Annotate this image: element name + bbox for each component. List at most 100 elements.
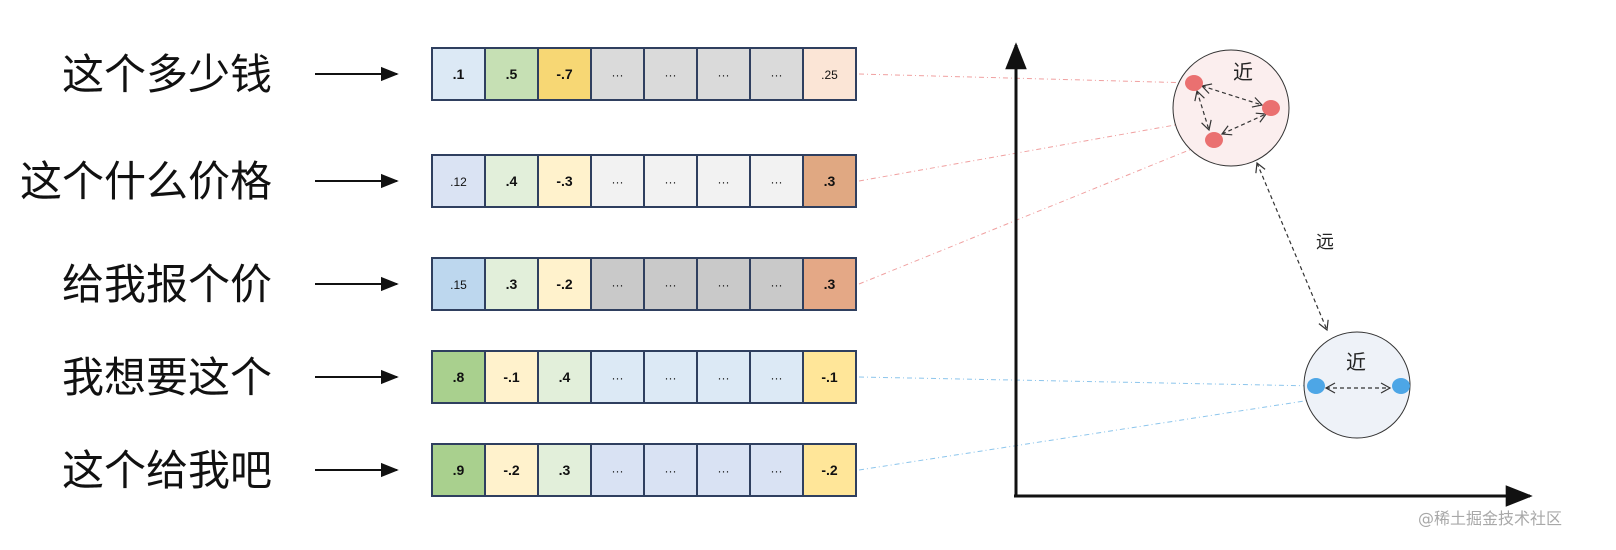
vector-cell-value: .3 xyxy=(506,276,518,292)
vector-cell xyxy=(431,350,486,404)
vector-cell-value: ··· xyxy=(718,464,730,478)
vector-cell-value: ··· xyxy=(665,68,677,82)
red-cluster-circle xyxy=(1172,49,1290,167)
vector-cell xyxy=(696,443,751,497)
connector-line xyxy=(858,376,1317,387)
vector-cell xyxy=(537,154,592,208)
vector-cell xyxy=(537,443,592,497)
phrase-row: 这个给我吧 .9 -.2 .3 ··· ··· ··· ··· -.2 xyxy=(62,443,857,497)
vector-cell-value: .8 xyxy=(453,369,465,385)
phrase-row: 我想要这个 .8 -.1 .4 ··· ··· ··· ··· -.1 xyxy=(62,350,857,404)
vector-cell xyxy=(537,47,592,101)
vector-cell xyxy=(643,350,698,404)
vector-cell-value: .4 xyxy=(506,173,518,189)
red-cluster: 近 xyxy=(1172,49,1290,167)
phrase-text: 这个多少钱 xyxy=(62,50,272,99)
vector-cell-value: ··· xyxy=(771,68,783,82)
vector-cell xyxy=(802,47,857,101)
red-cluster-distance-arrows xyxy=(1194,83,1268,136)
blue-cluster-label: 近 xyxy=(1346,350,1366,374)
vector-cell-value: ··· xyxy=(665,371,677,385)
connector-line xyxy=(858,73,1195,84)
red-point xyxy=(1262,100,1280,116)
vector-cell-value: -.2 xyxy=(503,462,520,478)
vector-cell-value: -.1 xyxy=(503,369,520,385)
vector-cell xyxy=(749,257,804,311)
vector-cell-value: -.1 xyxy=(821,369,838,385)
vector-cell xyxy=(749,154,804,208)
phrase-row: 这个多少钱 .1 .5 -.7 ··· ··· ··· ··· .25 xyxy=(62,47,857,101)
vector-cell-value: ··· xyxy=(612,175,624,189)
vector-cell-value: ··· xyxy=(612,464,624,478)
vector-cell-value: ··· xyxy=(771,464,783,478)
phrase-text: 这个给我吧 xyxy=(62,446,272,495)
vector-cell-value: .25 xyxy=(821,68,838,82)
vector-cell-value: -.3 xyxy=(556,173,573,189)
vector-cell-value: ··· xyxy=(718,175,730,189)
vector-cell-value: .12 xyxy=(450,175,467,189)
blue-point xyxy=(1307,378,1325,394)
vector-cell-value: ··· xyxy=(665,464,677,478)
vector-cell xyxy=(802,154,857,208)
vector-cell-value: ··· xyxy=(771,175,783,189)
phrase-text: 这个什么价格 xyxy=(20,157,272,206)
connector-line xyxy=(858,139,1215,285)
vector-cell-value: ··· xyxy=(612,68,624,82)
vector-cell xyxy=(431,154,486,208)
vector-cell xyxy=(643,257,698,311)
vector-cell-value: ··· xyxy=(665,278,677,292)
vector-cell-value: -.2 xyxy=(821,462,838,478)
vector-cell xyxy=(590,154,645,208)
vector-cell xyxy=(802,257,857,311)
phrase-text: 给我报个价 xyxy=(62,260,272,309)
vector-cell-value: -.7 xyxy=(556,66,573,82)
red-cluster-label: 近 xyxy=(1233,60,1253,84)
vector-cell-value: ··· xyxy=(718,68,730,82)
vector-cell xyxy=(696,257,751,311)
vector-cell-value: .15 xyxy=(450,278,467,292)
phrase-text: 我想要这个 xyxy=(62,353,272,402)
vector-cell-value: .9 xyxy=(453,462,465,478)
vector-cell xyxy=(590,443,645,497)
vector-cell xyxy=(484,443,539,497)
embedding-vector: .9 -.2 .3 ··· ··· ··· ··· -.2 xyxy=(431,443,857,497)
vector-cell xyxy=(696,154,751,208)
vector-cell xyxy=(484,257,539,311)
vector-cell-value: ··· xyxy=(665,175,677,189)
vector-cell xyxy=(802,443,857,497)
vector-cell xyxy=(590,350,645,404)
vector-cell xyxy=(431,257,486,311)
red-point xyxy=(1205,132,1223,148)
embedding-vector: .8 -.1 .4 ··· ··· ··· ··· -.1 xyxy=(431,350,857,404)
vector-cell xyxy=(802,350,857,404)
vector-cell xyxy=(696,350,751,404)
vector-cell-value: ··· xyxy=(718,371,730,385)
vector-cell xyxy=(537,350,592,404)
vector-cell xyxy=(484,154,539,208)
blue-cluster: 近 xyxy=(1303,331,1411,439)
embedding-vector: .15.3-.2············.3 xyxy=(431,257,857,311)
vector-cell-value: ··· xyxy=(612,278,624,292)
vector-cell-value: ··· xyxy=(771,278,783,292)
vector-cell-value: -.2 xyxy=(556,276,573,292)
vector-cell-value: .4 xyxy=(559,369,571,385)
blue-point xyxy=(1392,378,1410,394)
embedding-vector: .12 .4 -.3 ··· ··· ··· ··· .3 xyxy=(431,154,857,208)
vector-cell-value: .1 xyxy=(453,66,465,82)
vector-space-axes xyxy=(1005,42,1533,507)
red-point xyxy=(1185,75,1203,91)
vector-cell-value: .3 xyxy=(824,276,836,292)
vector-cell-value: .3 xyxy=(559,462,571,478)
phrase-row: 这个什么价格 .12 .4 -.3 ··· ··· ··· ··· .3 xyxy=(20,154,857,208)
vector-cell-value: .3 xyxy=(824,173,836,189)
far-distance-label: 远 xyxy=(1316,232,1334,253)
watermark: @稀土掘金技术社区 xyxy=(1418,509,1562,528)
vector-cell-value: ··· xyxy=(771,371,783,385)
embedding-vector: .1 .5 -.7 ··· ··· ··· ··· .25 xyxy=(431,47,857,101)
vector-cell xyxy=(484,47,539,101)
vector-cell-value: ··· xyxy=(612,371,624,385)
far-distance-arrow: 远 xyxy=(1255,161,1334,332)
phrase-rows: 这个多少钱 .1 .5 -.7 ··· ··· ··· ··· .25 这个什么价格 .12 .4 -.… xyxy=(20,47,857,497)
vector-cell-value: .5 xyxy=(506,66,518,82)
